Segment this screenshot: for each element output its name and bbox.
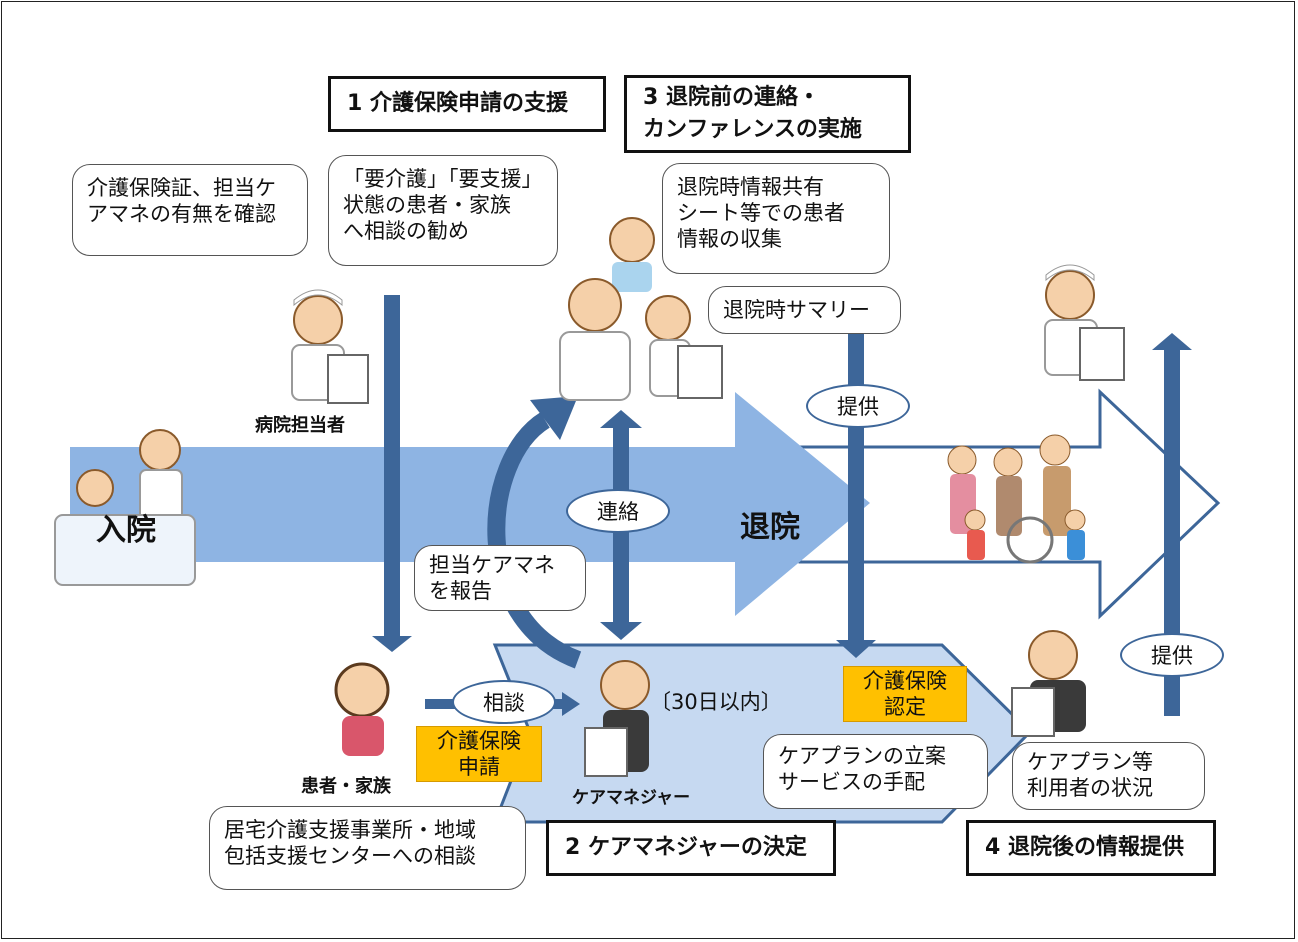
provide-shaft [1164, 348, 1180, 716]
insurance-certification-box: 介護保険 認定 [843, 666, 967, 722]
label-care-manager: ケアマネジャー [572, 788, 691, 808]
oval-provide-after: 提供 [1120, 633, 1224, 677]
step2-title: 2 ケアマネジャーの決定 [546, 820, 836, 876]
note-care-plan: ケアプランの立案 サービスの手配 [763, 734, 988, 809]
contact-head-down [600, 622, 642, 640]
label-admission: 入院 [96, 513, 156, 548]
admission-scene-figure [54, 429, 196, 586]
report-curve-arrowhead [530, 396, 578, 440]
staff-down-shaft [384, 295, 400, 638]
note-collect-info: 退院時情報共有 シート等での患者 情報の収集 [662, 163, 890, 274]
report-curve-arrow [487, 412, 582, 669]
note-care-plan-info: ケアプラン等 利用者の状況 [1012, 742, 1205, 810]
post-care-manager-figure [1011, 630, 1086, 737]
note-check-insurance: 介護保険証、担当ケ アマネの有無を確認 [72, 164, 308, 256]
label-hospital-staff: 病院担当者 [255, 415, 345, 436]
label-patient-family: 患者・家族 [301, 776, 391, 797]
provide-head [1152, 333, 1192, 350]
oval-consult: 相談 [452, 680, 556, 724]
care-manager-figure [584, 660, 650, 777]
family-figure [947, 434, 1086, 564]
summary-head [836, 640, 876, 658]
label-discharge: 退院 [740, 510, 800, 545]
summary-shaft [848, 333, 864, 643]
main-admission-arrow [70, 392, 870, 616]
oval-contact: 連絡 [566, 489, 670, 533]
deadline-text: 〔30日以内〕 [650, 690, 782, 714]
hospital-staff-figure [291, 289, 369, 404]
step4-title: 4 退院後の情報提供 [966, 820, 1216, 876]
staff-down-head [372, 636, 412, 652]
discharge-nurse-figure [1044, 264, 1125, 381]
insurance-application-box: 介護保険 申請 [416, 726, 542, 782]
note-advise-consult: 「要介護」「要支援」 状態の患者・家族 へ相談の勧め [328, 155, 558, 266]
step3-title: 3 退院前の連絡・ カンファレンスの実施 [624, 75, 911, 153]
note-discharge-summary: 退院時サマリー [708, 286, 901, 334]
step1-title: 1 介護保険申請の支援 [328, 76, 606, 132]
note-report-care-manager: 担当ケアマネ を報告 [414, 545, 586, 611]
contact-head-up [600, 410, 642, 428]
oval-provide-summary: 提供 [806, 384, 910, 428]
patient-figure [334, 662, 390, 756]
doctor-team-figure [559, 217, 723, 401]
consult-head [562, 692, 580, 716]
note-consult-center: 居宅介護支援事業所・地域 包括支援センターへの相談 [209, 806, 526, 890]
